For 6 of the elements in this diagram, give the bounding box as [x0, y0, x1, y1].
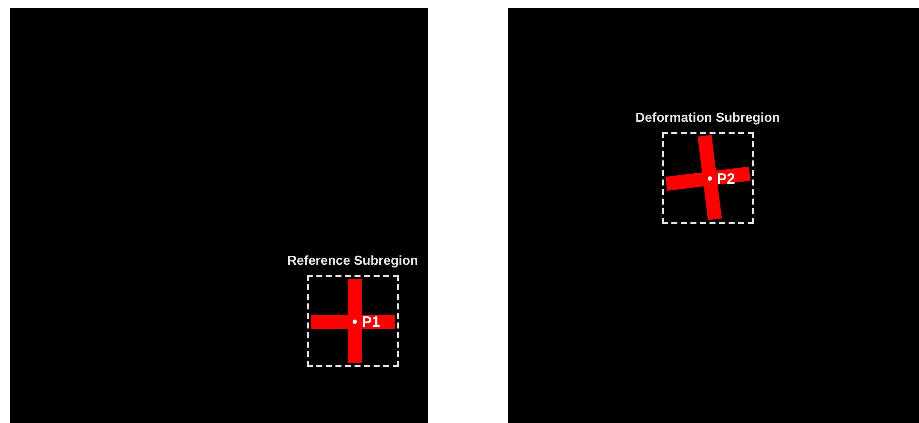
- subregion-heading: Deformation Subregion: [636, 110, 780, 125]
- subregion-heading: Reference Subregion: [288, 253, 418, 268]
- image-panel: [10, 8, 428, 423]
- point-label: P1: [362, 315, 380, 330]
- point-label: P2: [717, 172, 736, 187]
- image-panel: [508, 8, 919, 423]
